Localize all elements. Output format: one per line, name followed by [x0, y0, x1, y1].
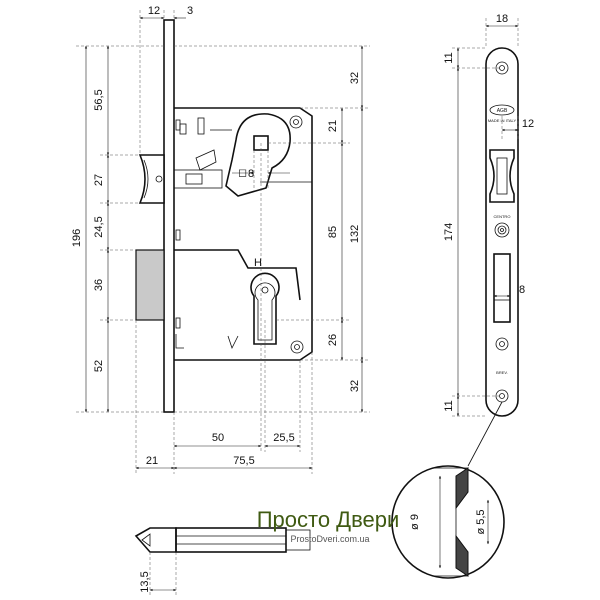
- front-plate: [163, 19, 175, 413]
- detail-countersink: ø 9 ø 5,5: [391, 401, 505, 579]
- dim-screw-hole-bottom: 11: [443, 400, 455, 411]
- faceplate-view: AGB MADE IN ITALY CENTRO BREV.: [485, 47, 519, 417]
- dim-front-thickness: 12: [148, 5, 160, 17]
- spindle-follower: [225, 113, 291, 197]
- dim-total-height: 196: [71, 229, 83, 247]
- key-side-view: 13,5: [134, 527, 311, 596]
- dim-key-to-bottom: 26: [327, 334, 339, 346]
- lock-body-outline: [174, 107, 313, 361]
- dim-bottom-margin: 32: [349, 380, 361, 392]
- dim-spindle-to-key: 85: [327, 226, 339, 238]
- dim-latch-from-top: 56,5: [93, 89, 105, 110]
- dim-body-inner-height: 132: [349, 225, 361, 243]
- faceplate-made-in: MADE IN ITALY: [488, 118, 517, 123]
- dim-key-length: 13,5: [139, 571, 151, 592]
- dim-detail-outer: ø 9: [409, 514, 421, 530]
- mount-screw-tr: [289, 115, 303, 129]
- dim-faceplate-offset: 12: [522, 118, 534, 130]
- detail-circle: [391, 465, 505, 579]
- latch-bolt: [138, 154, 165, 204]
- faceplate-brand: AGB: [497, 108, 508, 114]
- dim-latch-height: 27: [93, 174, 105, 186]
- faceplate-latch-opening: [489, 149, 515, 203]
- dim-screw-spacing: 174: [443, 223, 455, 241]
- dim-spindle-square-value: 8: [248, 168, 254, 180]
- dimensions-bottom: 50 25,5 21 75,5: [135, 143, 313, 474]
- deadbolt-slider: [174, 249, 301, 301]
- faceplate-screw-top: [495, 61, 509, 75]
- dim-key-offset: 25,5: [273, 432, 294, 444]
- faceplate-centro: CENTRO: [494, 214, 511, 219]
- dim-body-depth: 75,5: [233, 455, 254, 467]
- faceplate: [485, 47, 519, 417]
- faceplate-screw-mid: [495, 337, 509, 351]
- dim-bolt-to-bottom: 52: [93, 360, 105, 372]
- dim-latch-to-bolt: 24,5: [93, 216, 105, 237]
- latch-spring: [195, 149, 217, 171]
- latch-stem: [173, 169, 223, 189]
- watermark-site: ProstoDveri.com.ua: [290, 534, 369, 544]
- dim-bolt-slot-width: 8: [519, 284, 525, 296]
- dimensions-top: 12 3: [139, 5, 193, 155]
- dim-screw-hole-top: 11: [443, 52, 455, 63]
- faceplate-brev: BREV.: [496, 370, 508, 375]
- dim-plate-thickness: 3: [187, 5, 193, 17]
- watermark: Просто Двери ProstoDveri.com.ua: [257, 507, 400, 544]
- cylinder-hole: [250, 272, 280, 345]
- dimensions-right: 32 21 132 85 26 32 ◻ 8: [174, 45, 370, 413]
- dimensions-left: 196 56,5 27 24,5 36 52: [71, 45, 164, 413]
- dim-faceplate-width: 18: [496, 13, 508, 25]
- deadbolt: [135, 249, 165, 321]
- mount-screw-br: [290, 340, 304, 354]
- watermark-title: Просто Двери: [257, 507, 400, 532]
- faceplate-bolt-slot: [493, 253, 511, 323]
- dim-top-margin: 32: [349, 72, 361, 84]
- svg-text:H: H: [254, 257, 262, 269]
- dim-detail-inner: ø 5,5: [475, 509, 487, 534]
- dim-bolt-throw: 21: [146, 455, 158, 467]
- lock-body-view: H: [135, 19, 313, 413]
- dim-backset: 50: [212, 432, 224, 444]
- dim-bolt-height: 36: [93, 279, 105, 291]
- faceplate-centro-screw: [494, 222, 510, 238]
- dim-spindle-from-top: 21: [327, 120, 339, 132]
- dim-spindle-square: ◻: [238, 167, 247, 179]
- faceplate-dimensions: 18 11 12 174 8 11: [443, 13, 534, 417]
